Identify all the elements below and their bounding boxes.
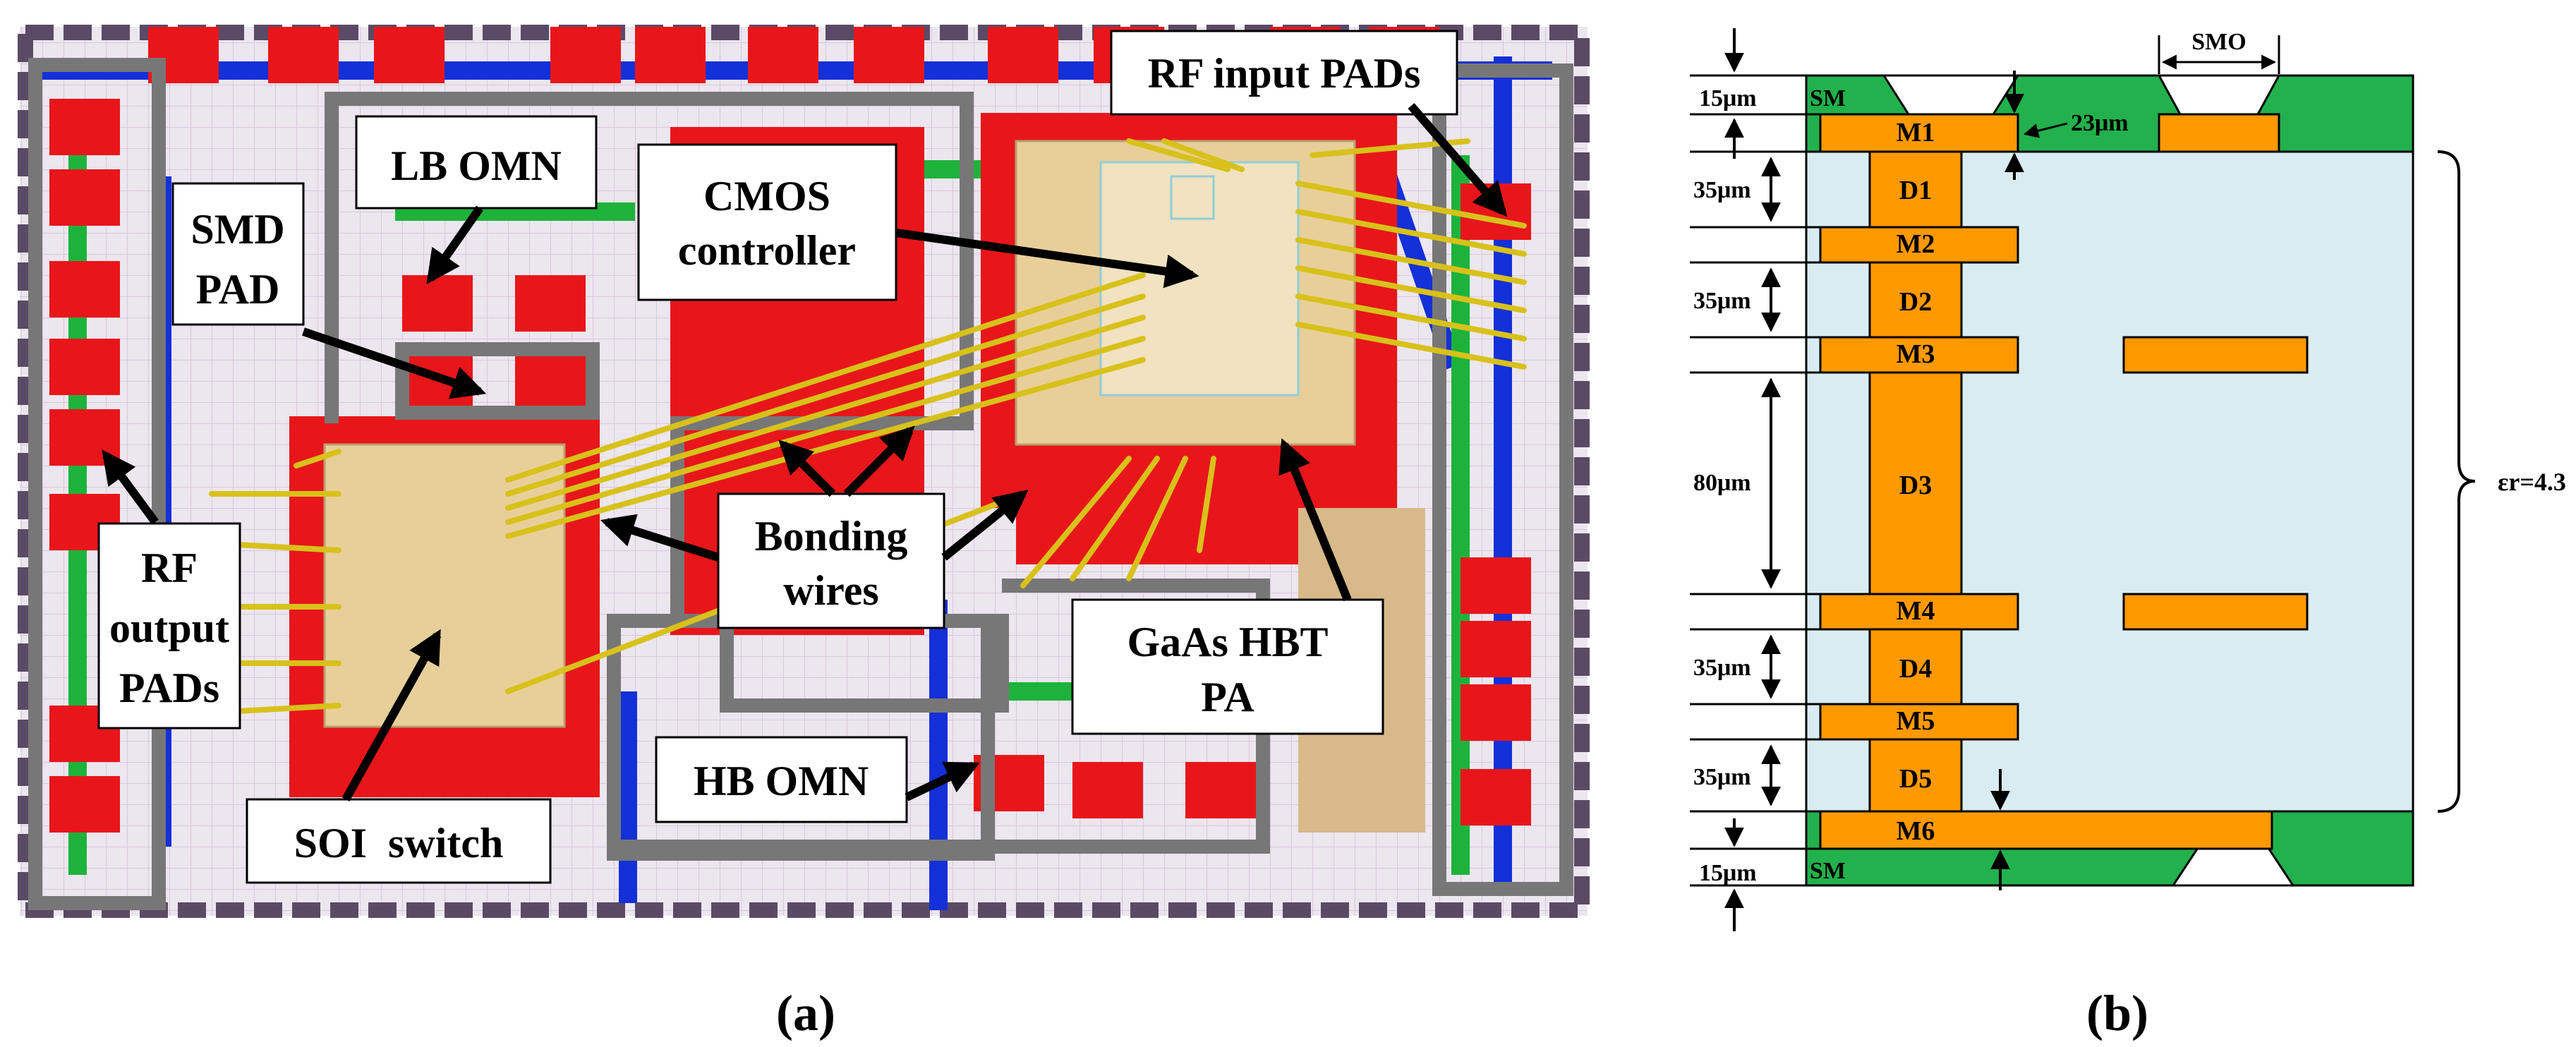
rf-input-pads-label: RF input PADs: [1148, 50, 1421, 97]
label-box-gaas: [1071, 598, 1384, 735]
dim-d3: 80μm: [1693, 470, 1751, 496]
arrow-hb-omn: [905, 761, 980, 801]
arrow-lb-omn: [426, 205, 483, 284]
label-box-rf-output: [97, 522, 241, 730]
cmos-core-outline: [1170, 175, 1215, 220]
label-sm-bottom: SM: [1810, 858, 1846, 884]
dim-d4: 35μm: [1693, 655, 1751, 681]
label-box-rf-input: [1110, 30, 1458, 116]
label-sm-top: SM: [1810, 85, 1846, 111]
label-m6: M6: [1897, 816, 1935, 846]
dim-sm-top: 15μm: [1699, 85, 1757, 111]
label-box-smd: [171, 182, 305, 326]
label-m2: M2: [1897, 229, 1935, 259]
lb-omn-label: LB OMN: [391, 143, 562, 189]
label-box-soi: [246, 798, 552, 884]
left-dimension-lines: [1690, 74, 1820, 887]
panel-a-labels: RF input PADs LB OMN CMOS controller SMD…: [97, 30, 1508, 1041]
bonding-label-line2: wires: [783, 567, 879, 614]
label-m3: M3: [1897, 339, 1935, 369]
label-d2: D2: [1899, 287, 1932, 317]
m1-thickness-pointer: [2023, 122, 2068, 138]
arrow-soi: [341, 629, 442, 801]
caption-a: (a): [776, 985, 835, 1041]
smo-opening-top-left: [1882, 74, 2020, 116]
arrow-rf-output: [102, 449, 159, 525]
left-dimension-arrows: [1724, 28, 1781, 931]
dielectric-brace: [2437, 150, 2476, 813]
hb-omn-label: HB OMN: [694, 758, 869, 804]
arrow-bonding-3: [600, 514, 720, 562]
metal-m4-left: [1819, 593, 2019, 631]
arrow-cmos: [895, 229, 1199, 289]
label-box-lb-omn: [355, 115, 598, 210]
dim-sm-bottom: 15μm: [1699, 860, 1757, 886]
bonding-label-line1: Bonding: [755, 513, 908, 559]
metal-m2: [1819, 226, 2019, 264]
gaas-label-line1: GaAs HBT: [1127, 619, 1328, 665]
label-box-hb-omn: [655, 736, 908, 823]
label-d3: D3: [1899, 471, 1932, 500]
arrow-smd: [302, 327, 487, 399]
label-d1: D1: [1899, 176, 1932, 205]
label-box-cmos: [637, 143, 897, 301]
rf-output-label-line3: PADs: [119, 665, 219, 711]
soi-switch-label: SOI switch: [294, 820, 504, 866]
cmos-label-line2: controller: [678, 227, 856, 274]
caption-b: (b): [2086, 985, 2148, 1041]
smo-opening-top-right: [2157, 74, 2281, 116]
panel-a-arrows: [102, 103, 1508, 801]
gaas-label-line2: PA: [1201, 674, 1254, 720]
dim-metal-thickness: 23μm: [2071, 110, 2129, 136]
rf-output-label-line2: output: [109, 605, 229, 651]
smd-label-line2: PAD: [196, 266, 280, 313]
arrow-bonding-4: [941, 489, 1029, 561]
label-d5: D5: [1899, 764, 1932, 794]
metal-m4-right: [2122, 593, 2309, 631]
dim-d5: 35μm: [1693, 764, 1751, 790]
arrow-rf-input: [1408, 103, 1508, 217]
metal-m5: [1819, 703, 2019, 741]
metal-m1-left: [1819, 113, 2019, 153]
metal-m3-right: [2122, 336, 2309, 374]
panel-b-stackup: M1 M2 M3 M4 M5 M6 D1 D2 D3 D4 D5 SM SM S…: [1690, 28, 2566, 1041]
cmos-label-line1: CMOS: [703, 173, 830, 219]
dim-d1: 35μm: [1693, 177, 1751, 203]
arrow-gaas: [1278, 438, 1352, 602]
arrow-bonding-1: [778, 440, 836, 497]
smo-label: SMO: [2191, 29, 2246, 55]
metal-m1-right: [2158, 113, 2280, 153]
label-d4: D4: [1899, 654, 1932, 684]
rf-output-label-line1: RF: [141, 545, 198, 591]
arrow-bonding-2: [843, 425, 915, 497]
smd-label-line1: SMD: [191, 206, 284, 253]
metal-m3-left: [1819, 336, 2019, 374]
dim-d2: 35μm: [1693, 288, 1751, 314]
metal-m6: [1819, 810, 2273, 850]
label-m5: M5: [1897, 706, 1935, 736]
permittivity-label: εr=4.3: [2498, 468, 2566, 496]
label-m4: M4: [1897, 596, 1935, 626]
label-m1: M1: [1897, 118, 1935, 147]
